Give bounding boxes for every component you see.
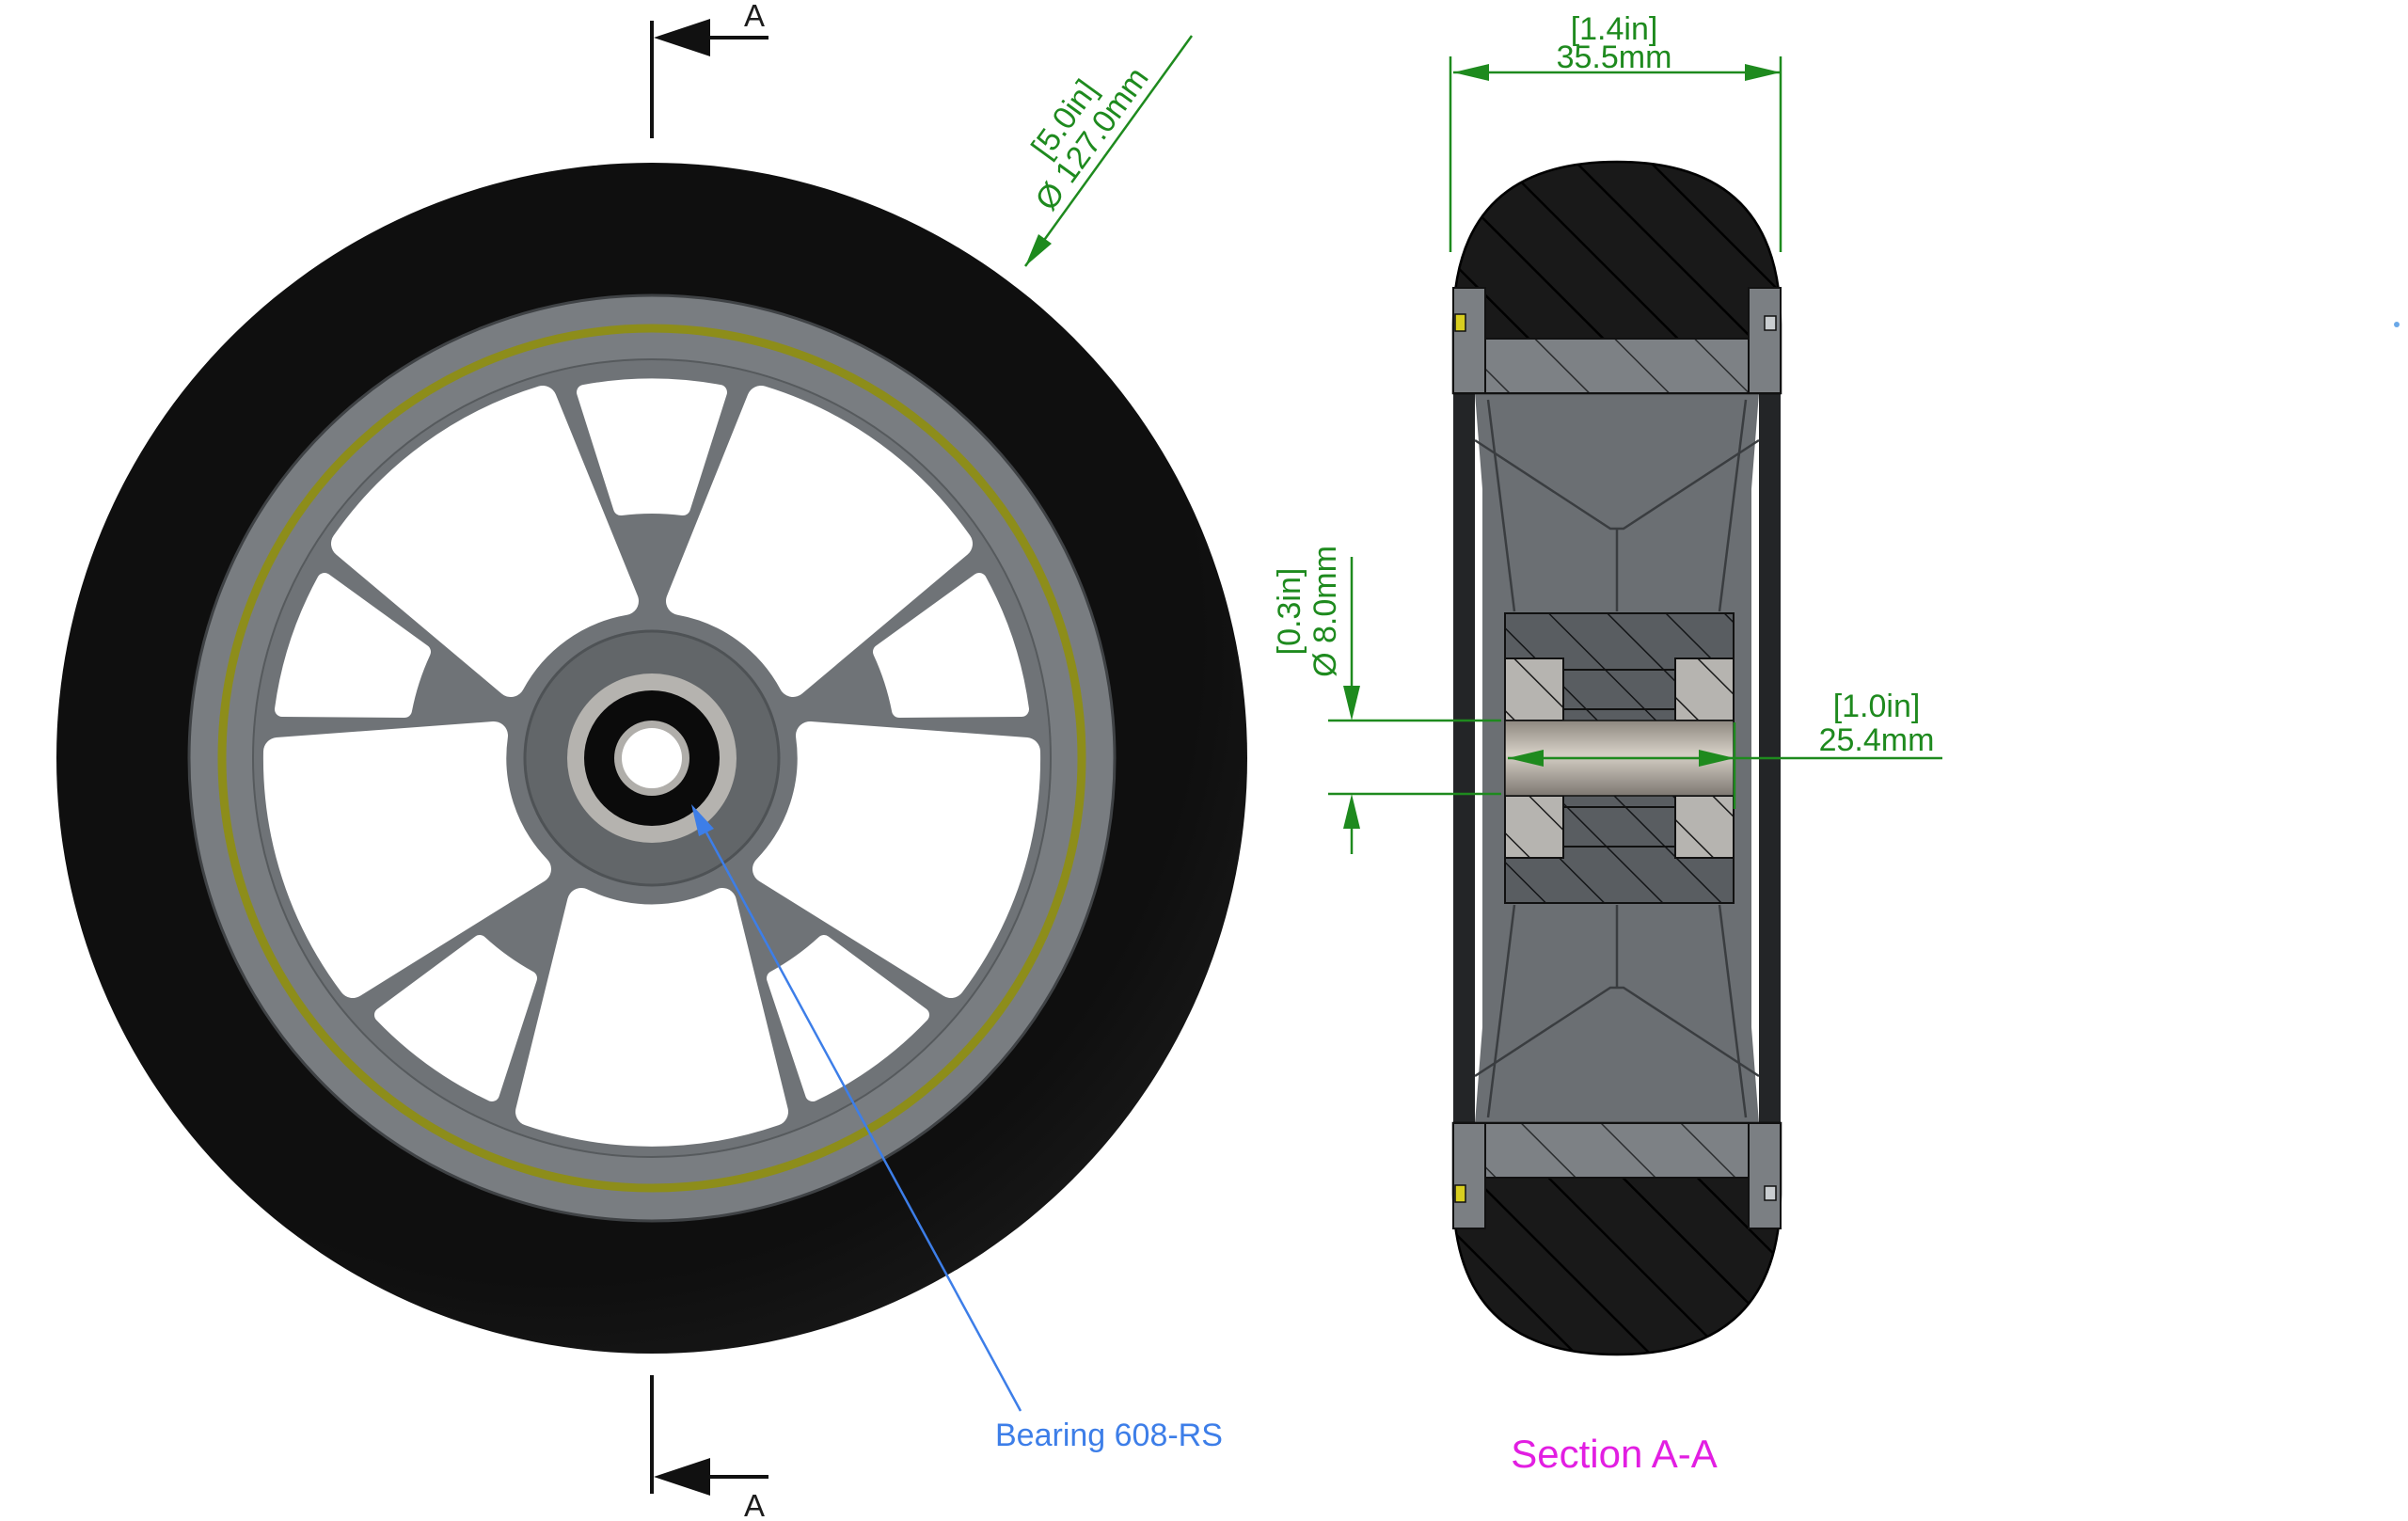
fork-cutout [767,935,929,1101]
spacer-section-bottom [1562,806,1676,848]
hub-width-dimension: [1.0in] 25.4mm [1508,689,1942,809]
section-title: Section A-A [1511,1432,1717,1476]
bore-dim-mm: Ø 8.0mm [1307,546,1343,677]
rim-flange-bottom-right [1748,1122,1782,1229]
rim-flange-top-right [1748,287,1782,394]
fork-cutout [374,935,537,1101]
rim-barrel-edges [1474,399,1760,1118]
dimension-arrow-icon [1453,64,1489,81]
fork-cutout [873,573,1029,718]
bearing-section [1504,795,1564,859]
tire-section-bottom [1451,1121,1782,1356]
bearing-callout-label: Bearing 608-RS [995,1418,1223,1453]
spacer-section-top [1562,669,1676,710]
fork-cutout [577,378,727,515]
dimension-arrow-icon [1343,686,1360,721]
bearing-section [1674,795,1735,859]
bead-notch-top [1764,315,1777,331]
dimension-arrow-icon [1699,750,1735,767]
bearing-section [1674,658,1735,721]
hub-dim-mm: 25.4mm [1819,722,1935,758]
bore-dim-inches: [0.3in] [1272,568,1307,656]
section-arrow-icon [654,1458,710,1496]
dimension-arrow-icon [1745,64,1781,81]
callout-arrow-icon [691,804,714,836]
spoke-cutout [752,721,1041,998]
dimension-arrow-icon [1025,234,1052,266]
spoke-cutouts [262,386,1041,1147]
bearing-callout: Bearing 608-RS [691,804,1223,1453]
tire-section-top [1451,160,1782,395]
width-dim-mm: 35.5mm [1557,40,1672,75]
spoke-cutout [515,888,788,1147]
rim-flange-top-left [1452,287,1486,394]
fork-cutouts [275,378,1029,1101]
pinstripe-section-bottom [1454,1184,1466,1203]
spoke-cutout [262,721,551,998]
bead-notch-bottom [1764,1185,1777,1201]
section-arrow-icon [654,19,710,56]
rim-section-top [1484,338,1750,394]
wheel-front-view [56,163,1247,1354]
artifact-dot [2394,322,2400,327]
width-dim-inches: [1.4in] [1571,11,1658,47]
width-dimension: [1.4in] 35.5mm [1449,11,1782,252]
bore-dimension: [0.3in] Ø 8.0mm [1272,546,1501,854]
rim-section-bottom [1484,1122,1750,1179]
section-marker-label-bottom: A [744,1488,765,1521]
section-marker-label-top: A [744,0,765,33]
spoke-cutout [331,386,639,697]
pinstripe-ring [217,324,1086,1193]
fork-cutout [275,573,431,718]
dimension-arrow-icon [1343,794,1360,829]
dimension-arrow-icon [1508,750,1544,767]
bearing-section [1504,658,1564,721]
axle-bore-hole [622,728,682,788]
pinstripe-section-top [1454,313,1466,332]
tire-sidewall-left [1453,393,1475,1123]
section-marker-top: A [650,0,768,138]
hub-dim-inches: [1.0in] [1833,689,1921,724]
rim-flange-bottom-left [1452,1122,1486,1229]
section-marker-bottom: A [650,1375,768,1521]
spoke-cutout [666,386,973,697]
